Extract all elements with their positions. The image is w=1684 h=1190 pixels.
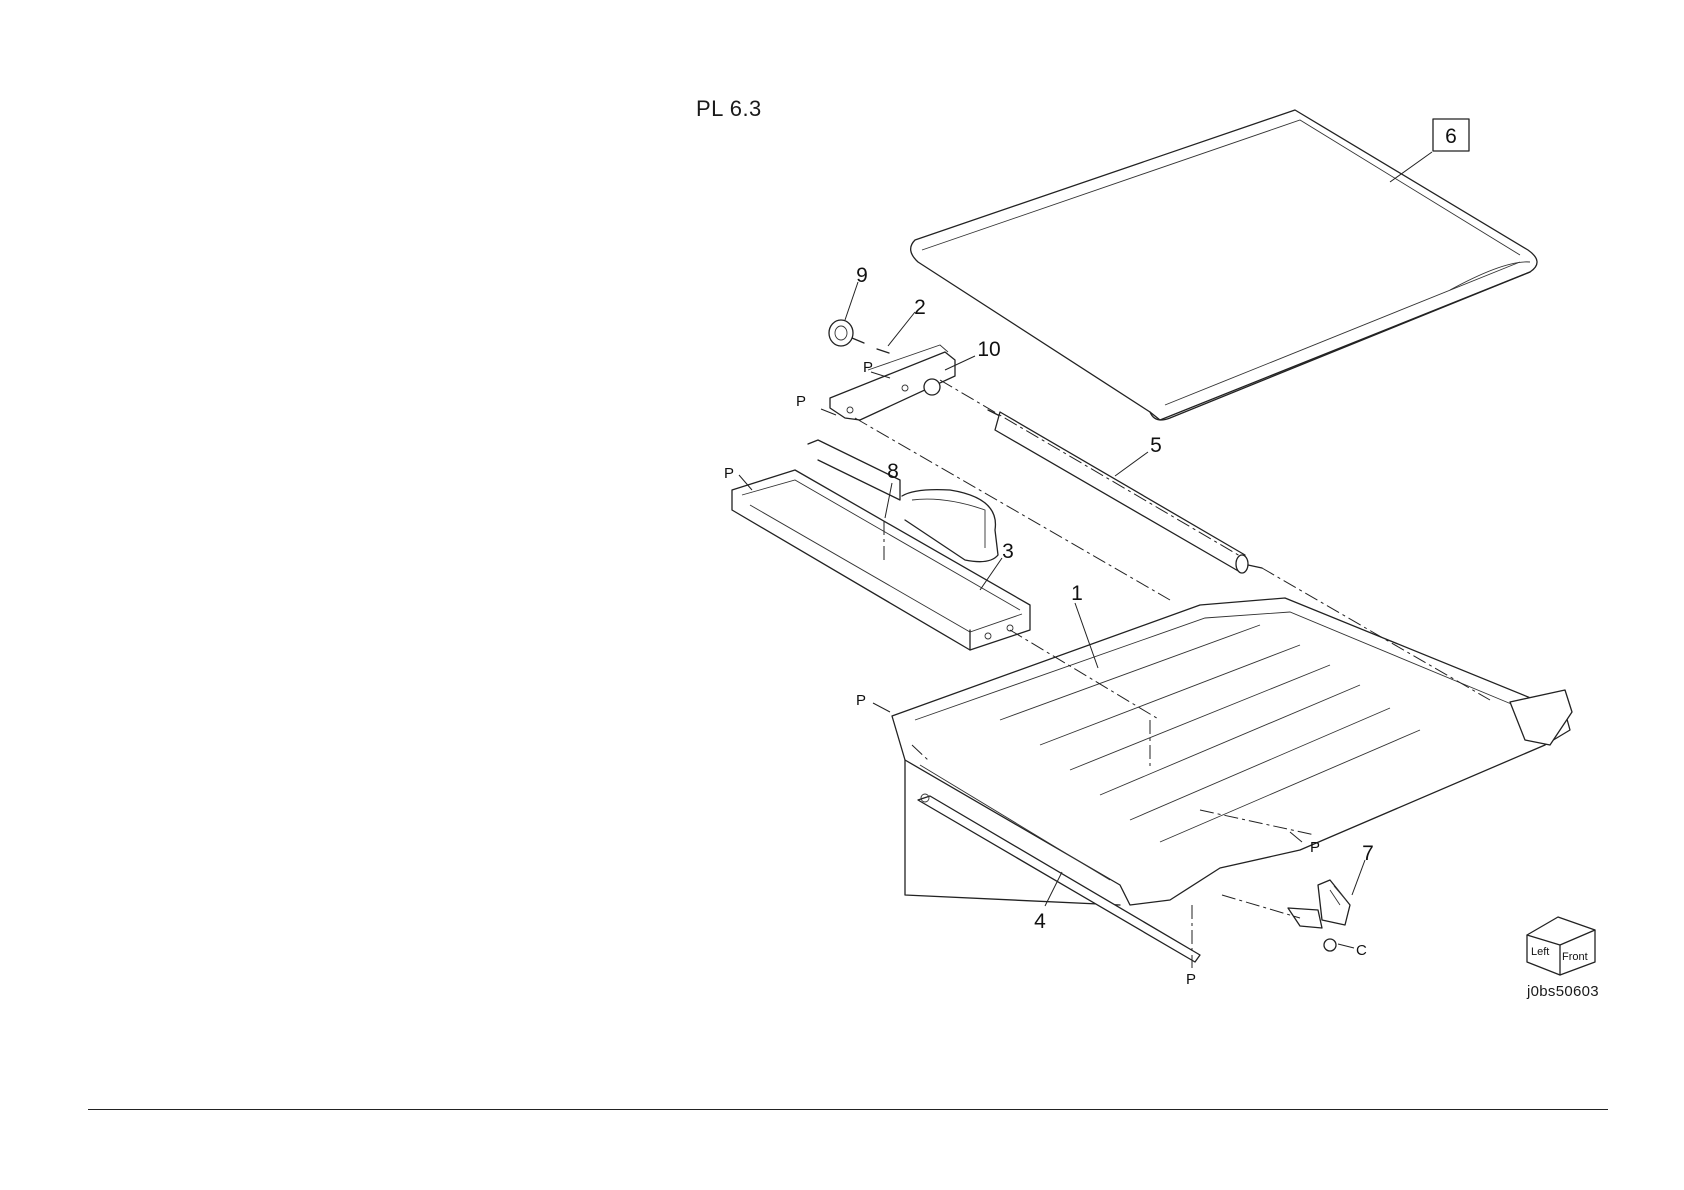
callout-3: 3 bbox=[1002, 540, 1014, 563]
part-5-roll bbox=[988, 410, 1262, 573]
clip-tag: C bbox=[1356, 942, 1367, 959]
part-7-lever bbox=[1288, 880, 1350, 951]
callout-2: 2 bbox=[914, 296, 926, 319]
callout-10: 10 bbox=[977, 338, 1000, 361]
part-3-duct bbox=[732, 470, 1030, 650]
screw-tag-3: P bbox=[724, 465, 734, 482]
part-1-frame bbox=[892, 598, 1572, 905]
orientation-cube-icon: Left Front bbox=[1527, 917, 1595, 975]
cube-left-label: Left bbox=[1531, 946, 1549, 958]
screw-tag-6: P bbox=[1186, 971, 1196, 988]
callout-6: 6 bbox=[1445, 125, 1457, 148]
cube-front-label: Front bbox=[1562, 951, 1588, 963]
callout-8: 8 bbox=[887, 460, 899, 483]
part-9-bearing bbox=[829, 320, 864, 346]
screw-tag-5: P bbox=[1310, 839, 1320, 856]
footer-divider bbox=[88, 1109, 1608, 1110]
screw-tag-1: P bbox=[863, 359, 873, 376]
screw-tag-4: P bbox=[856, 692, 866, 709]
part-10-bracket bbox=[830, 345, 955, 420]
part-6-belt bbox=[911, 110, 1537, 420]
callout-5: 5 bbox=[1150, 434, 1162, 457]
figure-code: j0bs50603 bbox=[1527, 983, 1599, 1000]
callout-1: 1 bbox=[1071, 582, 1083, 605]
part-2-pin bbox=[877, 349, 889, 353]
screw-tag-2: P bbox=[796, 393, 806, 410]
callout-4: 4 bbox=[1034, 910, 1046, 933]
callout-7: 7 bbox=[1362, 842, 1374, 865]
callout-9: 9 bbox=[856, 264, 868, 287]
